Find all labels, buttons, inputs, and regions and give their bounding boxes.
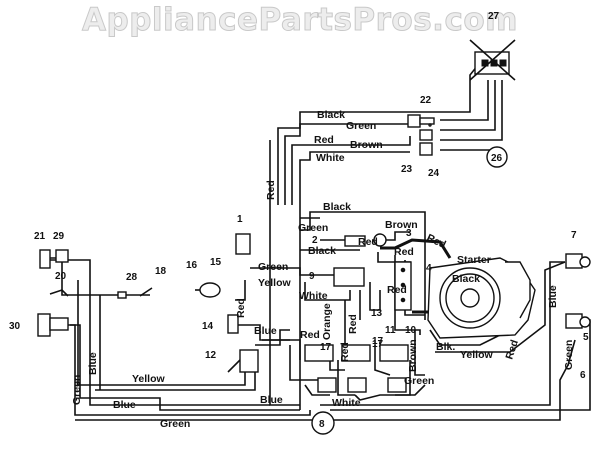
callout-number: 7 — [571, 230, 577, 241]
wire-label: White — [299, 290, 328, 302]
watermark: AppliancePartsPros.com — [82, 2, 518, 39]
wire-label: Red — [347, 314, 359, 334]
wire-label: Red — [300, 329, 320, 341]
callout-number: 10 — [405, 325, 417, 336]
wire-label: Green — [298, 222, 328, 234]
callout-number: 5 — [583, 332, 589, 343]
callouts: 1 2 3 4 5 6 7 8 9 10 11 12 13 14 15 16 1… — [9, 11, 589, 430]
wire-label: Blue — [260, 394, 283, 406]
callout-number: 3 — [406, 228, 412, 239]
wire-label: Red — [358, 236, 378, 248]
wire-label: Brown — [350, 139, 383, 151]
wire-label: Red — [235, 298, 247, 318]
wire-label: Starter — [457, 254, 491, 266]
wire-label: Red — [339, 342, 351, 362]
wire-label: Green — [71, 375, 83, 405]
callout-number: 17 — [372, 336, 384, 347]
wire-label: Green — [258, 261, 288, 273]
wire-label: Blk. — [436, 341, 455, 353]
callout-number: 9 — [309, 271, 315, 282]
wire-label: Black — [323, 201, 351, 213]
callout-number: 18 — [155, 266, 167, 277]
wire-label: White — [332, 397, 361, 409]
callout-number: 29 — [53, 231, 65, 242]
callout-number: 4 — [426, 263, 432, 274]
callout-number: 11 — [385, 325, 396, 336]
callout-number: 14 — [202, 321, 214, 332]
callout-number: 6 — [580, 370, 586, 381]
callout-number: 13 — [371, 308, 383, 319]
callout-number: 30 — [9, 321, 21, 332]
callout-number: 2 — [312, 235, 318, 246]
callout-number: 15 — [210, 257, 222, 268]
wire-label: Blue — [547, 285, 559, 308]
callout-number: 17 — [372, 339, 384, 350]
wire-label: Green — [563, 340, 575, 370]
callout-number: 23 — [401, 164, 413, 175]
wire-label: Blue — [87, 352, 99, 375]
wire-label: Green — [346, 120, 376, 132]
callout-number: 27 — [488, 11, 500, 22]
wire-label: Yellow — [132, 373, 166, 385]
callout-number: 1 — [237, 214, 243, 225]
wire-label: Green — [404, 375, 434, 387]
callout-number: 17 — [320, 342, 332, 353]
wire-label: Red — [503, 338, 521, 361]
engine — [427, 257, 536, 339]
wire-label: Green — [160, 418, 190, 430]
wire-labels: Black Green Red Brown White Red Black Gr… — [71, 109, 575, 430]
wire-label: Brown — [385, 219, 418, 231]
callout-number: 12 — [205, 350, 217, 361]
callout-number: 20 — [55, 271, 67, 282]
callout-number: 28 — [126, 272, 138, 283]
callout-number: 8 — [319, 419, 325, 430]
wire-label: Blue — [254, 325, 277, 337]
callout-number: 16 — [186, 260, 198, 271]
wire-label: Black — [317, 109, 345, 121]
wire-label: Black — [452, 273, 480, 285]
wire-label: Yellow — [460, 349, 494, 361]
wire-label: White — [316, 152, 345, 164]
wire-label: Orange — [321, 303, 333, 340]
wire-label: Red — [314, 134, 334, 146]
callout-number: 22 — [420, 95, 432, 106]
wire-label: Yellow — [258, 277, 292, 289]
wire-label: Black — [308, 245, 336, 257]
components — [37, 39, 591, 435]
wire-label: Brown — [407, 339, 419, 372]
callout-number: 26 — [491, 153, 503, 164]
wire-label: Red — [265, 180, 277, 200]
wire-label: Blue — [113, 399, 136, 411]
callout-number: 24 — [428, 168, 440, 179]
callout-number: 21 — [34, 231, 46, 242]
wire-label: Red — [394, 246, 414, 258]
wire-label: Red — [387, 284, 407, 296]
